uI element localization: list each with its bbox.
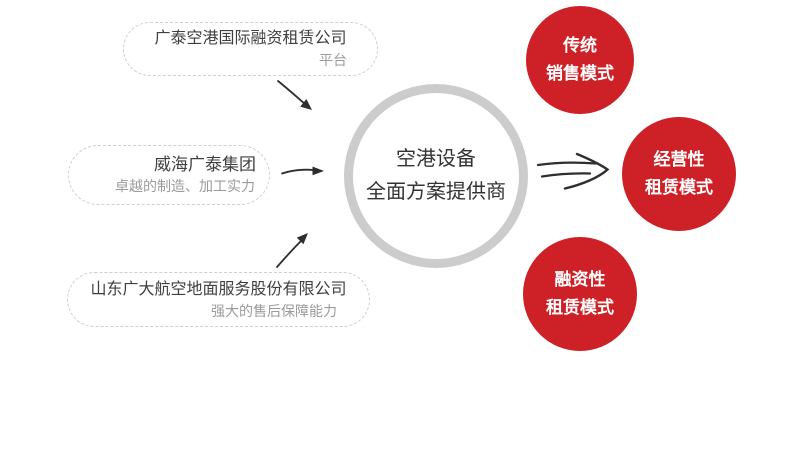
source-box-subtitle: 平台 <box>319 52 347 68</box>
arrow-right-icon <box>281 166 324 176</box>
center-circle-line1: 空港设备 <box>396 148 476 170</box>
source-box-service: 山东广大航空地面服务股份有限公司 强大的售后保障能力 <box>67 272 370 327</box>
mode-circle-line2: 租赁模式 <box>546 298 614 317</box>
double-arrow-right-icon <box>536 152 610 190</box>
source-box-title: 威海广泰集团 <box>154 155 256 174</box>
center-circle-line2: 全面方案提供商 <box>366 181 506 203</box>
source-box-group: 威海广泰集团 卓越的制造、加工实力 <box>68 145 270 205</box>
arrow-down-right-icon <box>277 80 312 110</box>
mode-circle-line1: 传统 <box>563 36 597 55</box>
mode-circle-line2: 销售模式 <box>546 64 614 83</box>
source-box-subtitle: 卓越的制造、加工实力 <box>115 178 255 194</box>
source-box-subtitle: 强大的售后保障能力 <box>211 302 337 319</box>
source-box-title: 广泰空港国际融资租赁公司 <box>154 30 347 47</box>
mode-circle-line1: 融资性 <box>554 270 606 289</box>
source-box-title: 山东广大航空地面服务股份有限公司 <box>90 280 347 298</box>
mode-circle-financing: 融资性 租赁模式 <box>523 237 637 351</box>
center-circle: 空港设备 全面方案提供商 <box>344 84 528 268</box>
arrow-up-right-icon <box>276 233 308 268</box>
mode-circle-operating: 经营性 租赁模式 <box>622 117 736 231</box>
mode-circle-line2: 租赁模式 <box>645 178 713 197</box>
source-box-platform: 广泰空港国际融资租赁公司 平台 <box>123 22 378 76</box>
mode-circle-traditional: 传统 销售模式 <box>526 6 634 114</box>
mode-circle-line1: 经营性 <box>653 150 705 169</box>
